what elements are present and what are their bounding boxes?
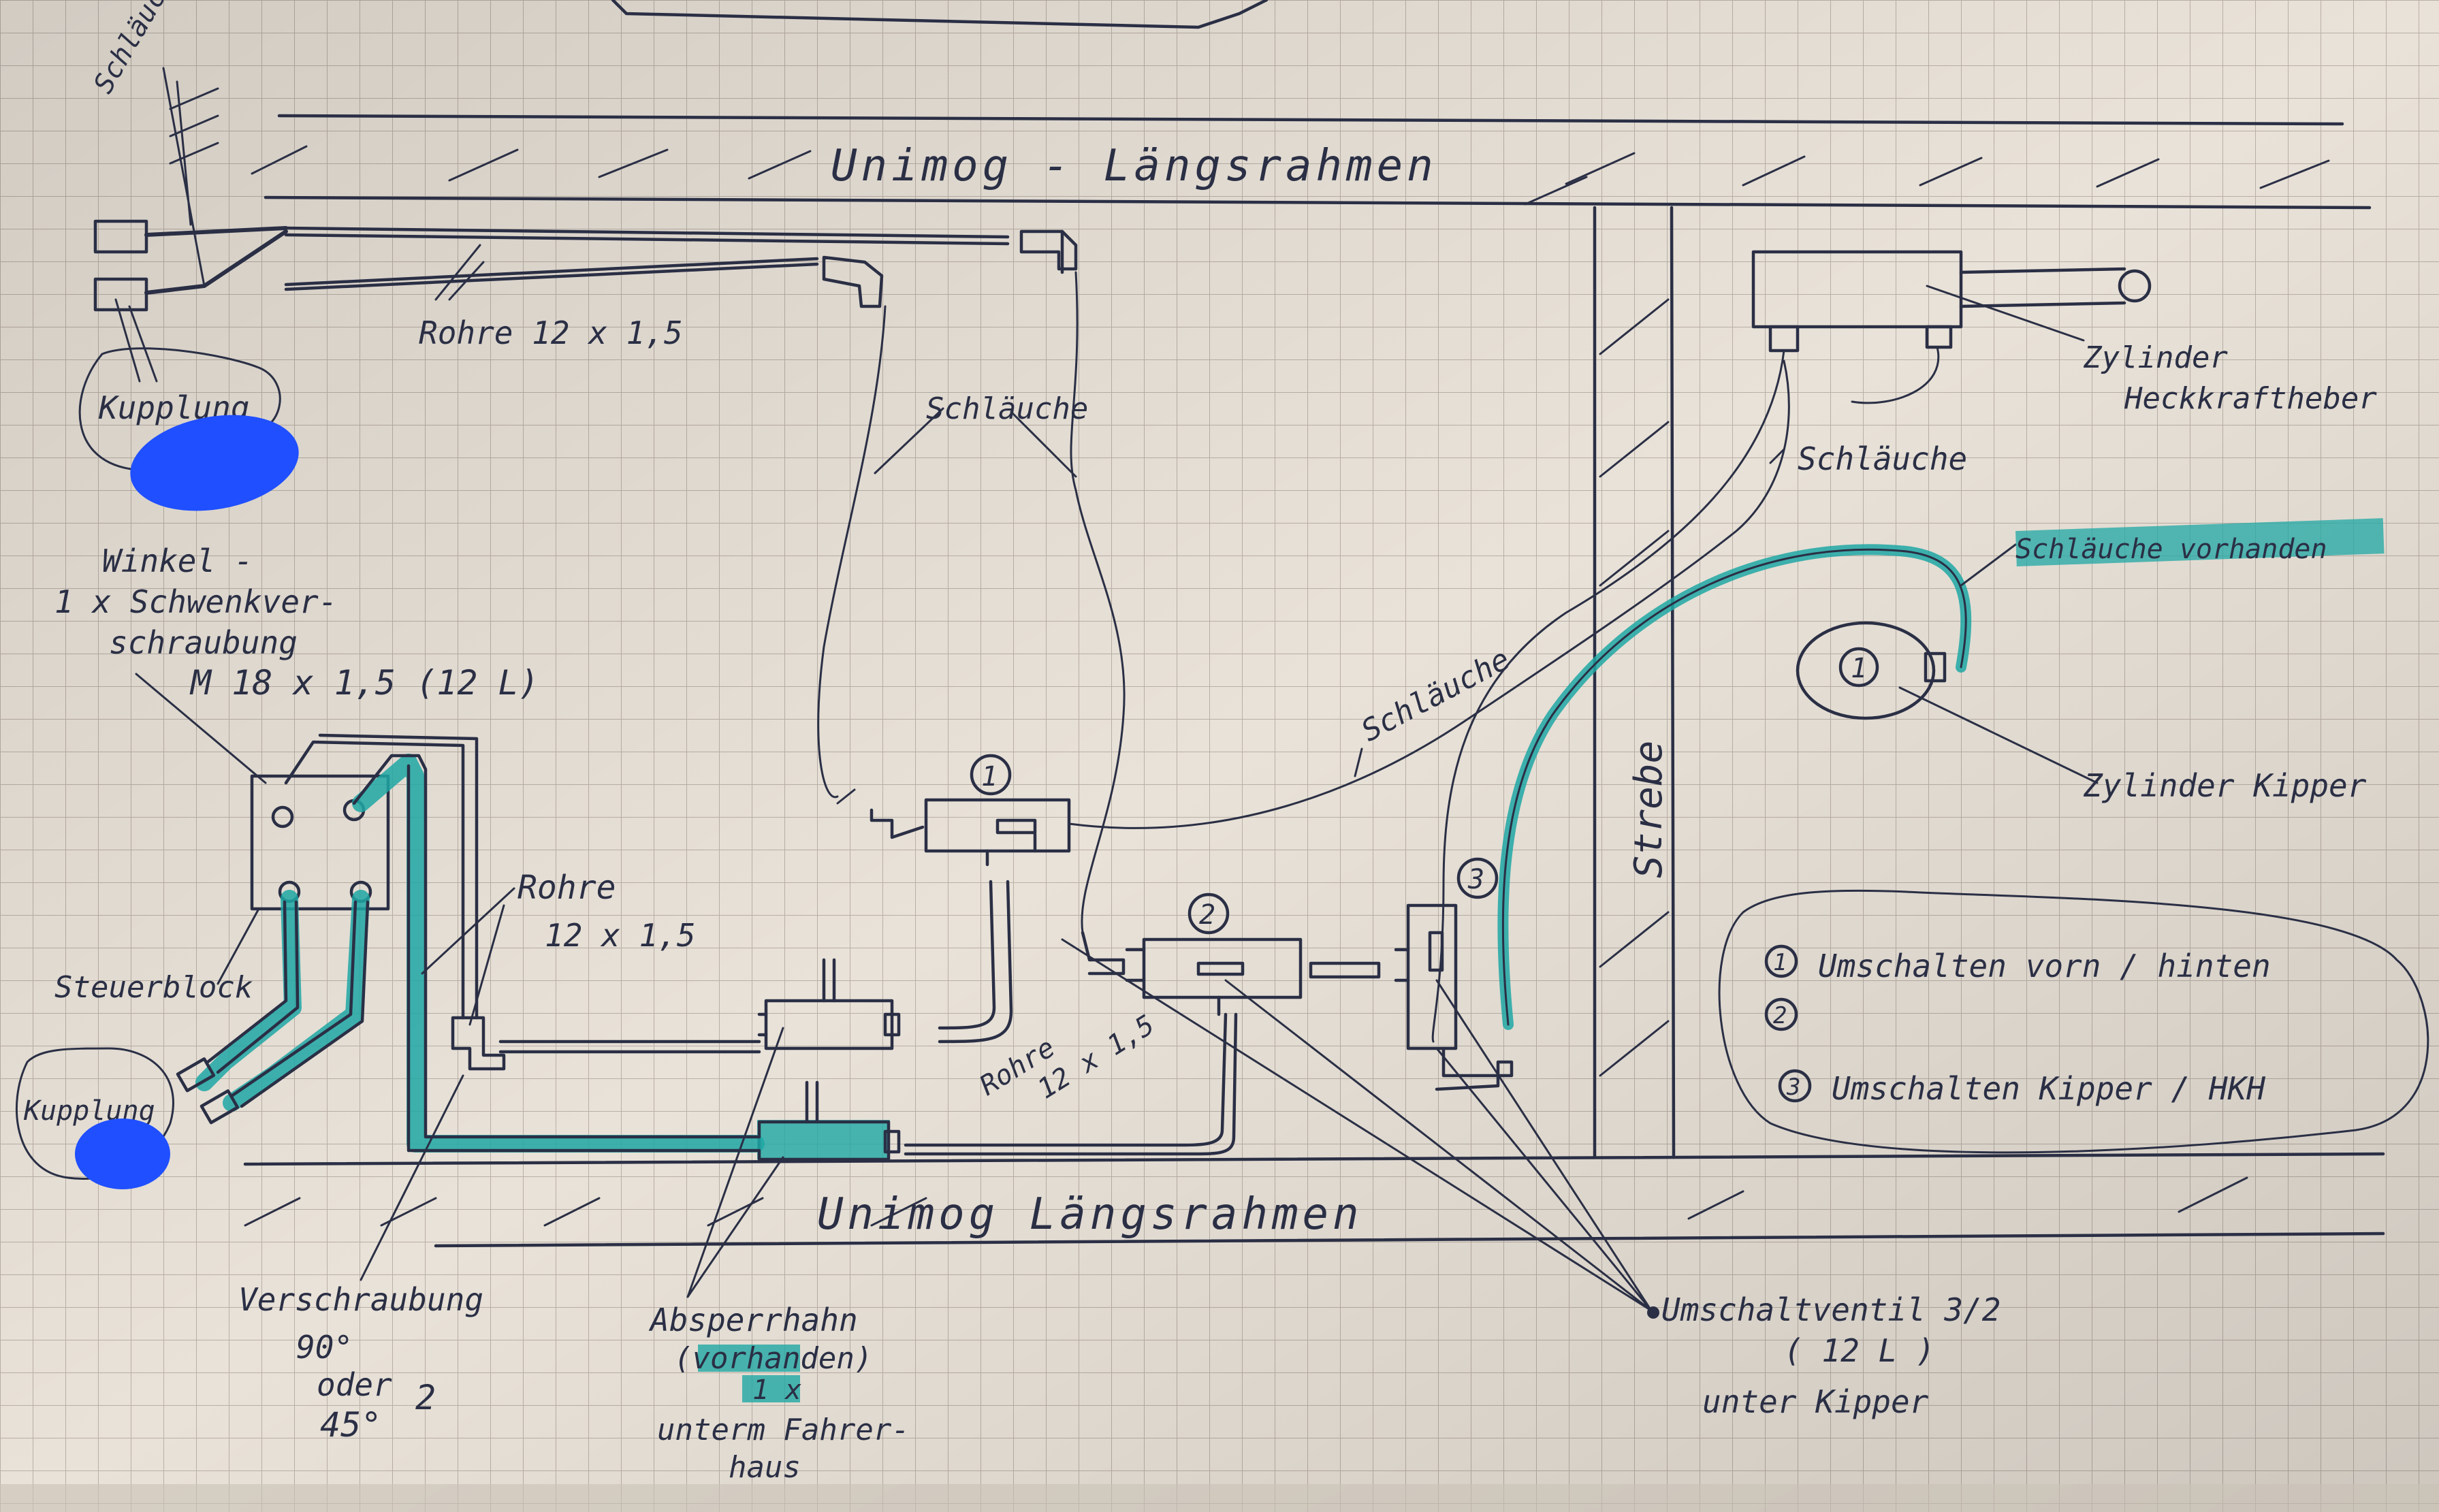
umschalt-label-3: unter Kipper (1702, 1383, 1929, 1420)
legend-item-1: 1 Umschalten vorn / hinten (1764, 944, 2271, 984)
zylinder-hkh-label-2: Heckkraftheber (2124, 381, 2377, 416)
redaction-blob-bottom (75, 1119, 170, 1189)
steuerblock-pointer (217, 907, 260, 985)
absperr-pointer (686, 1027, 784, 1298)
pipe-valve2-valve3 (1309, 961, 1381, 979)
legend-item-2: 2 (1764, 997, 1798, 1031)
kupplung-top-pointer (114, 298, 158, 383)
schlauch-right-tick (1769, 448, 1785, 464)
schlauch-vorhanden-pointer (1960, 543, 2017, 587)
hose-existing (1501, 548, 1967, 1026)
verschraubung-label-2: 90° (296, 1329, 353, 1366)
frame-rail-top (251, 114, 2372, 210)
fitting-valve-2 (1081, 931, 1126, 976)
kupplung-bottom-bubble (16, 1047, 174, 1180)
winkel-label-1: Winkel - (102, 543, 253, 579)
cylinder-heckkraftheber (1431, 250, 2152, 1043)
frame-bottom-label: Unimog Längsrahmen (817, 1189, 1363, 1240)
frame-rail-bottom (243, 1152, 2385, 1248)
pipe-steuerblock-coupling-a (206, 900, 300, 1074)
strebe-label: Strebe (1627, 741, 1671, 878)
winkel-label-4: M 18 x 1,5 (12 L) (189, 663, 539, 703)
ball-valve-upper (757, 958, 901, 1050)
absperr-label-1: Absperrhahn (648, 1302, 858, 1338)
verschraubung-pointer (360, 1074, 464, 1281)
pipe-steuerblock-to-lower-valve (352, 754, 761, 1153)
legend-item-3: 3 Umschalten Kipper / HKH (1778, 1069, 2265, 1107)
coupling-bottom-b (200, 1089, 240, 1125)
zylinder-kipper-pointer (1898, 686, 2099, 784)
zylinder-hkh-label-1: Zylinder (2083, 340, 2228, 375)
zylinder-kipper-label: Zylinder Kipper (2083, 767, 2367, 804)
zylinder-hkh-pointer (1926, 285, 2085, 342)
absperr-highlight-1 (698, 1345, 800, 1372)
valve-1-number: 1 (981, 761, 998, 792)
rohre-left-label-2: 12 x 1,5 (545, 917, 696, 954)
valve-1 (870, 754, 1071, 867)
absperr-label-3: 1 x (752, 1374, 801, 1406)
schlauch-vorhanden-label: Schläuche vorhanden (2015, 534, 2327, 565)
coupling-bottom-a (176, 1057, 216, 1093)
valve-3-number: 3 (1467, 864, 1484, 895)
rohre-left-label-1: Rohre (517, 869, 616, 907)
legend-text-3: Umschalten Kipper / HKH (1832, 1070, 2265, 1107)
absperr-label-4: unterm Fahrer- (657, 1413, 910, 1447)
legend-num-3: 3 (1786, 1074, 1800, 1101)
highlighted-lines (195, 754, 765, 1153)
rohre-top-label: Rohre 12 x 1,5 (419, 315, 683, 351)
legend-num-2: 2 (1773, 1002, 1787, 1029)
frame-top-label: Unimog - Längsrahmen (831, 141, 1437, 191)
absperr-label-2: (vorhanden) (674, 1341, 872, 1376)
pipe-valve1-to-ball-valve (938, 880, 1013, 1044)
pipe-upper-to-left (498, 1040, 761, 1054)
umschalt-pointers (1061, 938, 1653, 1312)
absperr-highlight-2 (742, 1375, 800, 1402)
verschraubung-label-1: Verschraubung (238, 1281, 483, 1318)
pipe-elbow-to-steuerblock (284, 733, 479, 1020)
cylinder-kipper (1796, 621, 1947, 720)
schlauche-mid-label: Schläuche (926, 391, 1088, 426)
rohre-top-pointer (434, 244, 485, 301)
legend-bubble (1718, 889, 2429, 1154)
hose-valve1-to-hkh (1068, 359, 1790, 829)
absperr-label-5: haus (729, 1450, 801, 1485)
elbow-fitting-left (451, 1016, 506, 1071)
schlauch-diag-tick (1354, 747, 1363, 777)
valve-3 (1394, 857, 1514, 1091)
paper-bottom-edge (0, 1484, 2439, 1512)
top-sketch-fragment (611, 0, 1269, 29)
umschalt-pointer-dot (1647, 1306, 1659, 1319)
winkel-pointer (135, 673, 267, 784)
schlauch-vorhanden-highlight (2015, 518, 2385, 566)
valve-2-number: 2 (1199, 899, 1215, 931)
top-pipes (284, 226, 1078, 308)
legend-num-1: 1 (1773, 949, 1787, 976)
pipe-steuerblock-coupling-b (229, 900, 370, 1108)
pipe-valve2-to-lower-valve (904, 1012, 1238, 1156)
strebe-member (1593, 206, 1676, 1159)
rohre-left-pointer (421, 887, 515, 1026)
umschalt-label-1: Umschaltventil 3/2 (1661, 1291, 2001, 1328)
verschraubung-label-3: oder (317, 1366, 392, 1403)
schlauch-right-label: Schläuche (1798, 440, 1967, 477)
hoses-to-valve-1 (817, 271, 1126, 934)
winkel-label-3: schraubung (109, 624, 298, 661)
steuerblock-label: Steuerblock (54, 970, 253, 1005)
legend-text-1: Umschalten vorn / hinten (1818, 948, 2271, 984)
kipper-cylinder-number: 1 (1851, 653, 1867, 684)
ball-valve-lower (757, 1080, 901, 1161)
redaction-blob-top (130, 415, 299, 511)
winkel-label-2: 1 x Schwenkver- (54, 583, 337, 620)
verschraubung-num: 2 (415, 1378, 436, 1417)
schlauche-pointer (874, 407, 1077, 478)
verschraubung-label-4: 45° (320, 1405, 381, 1445)
umschalt-label-2: ( 12 L ) (1784, 1332, 1935, 1369)
valve-2 (1125, 892, 1303, 1016)
